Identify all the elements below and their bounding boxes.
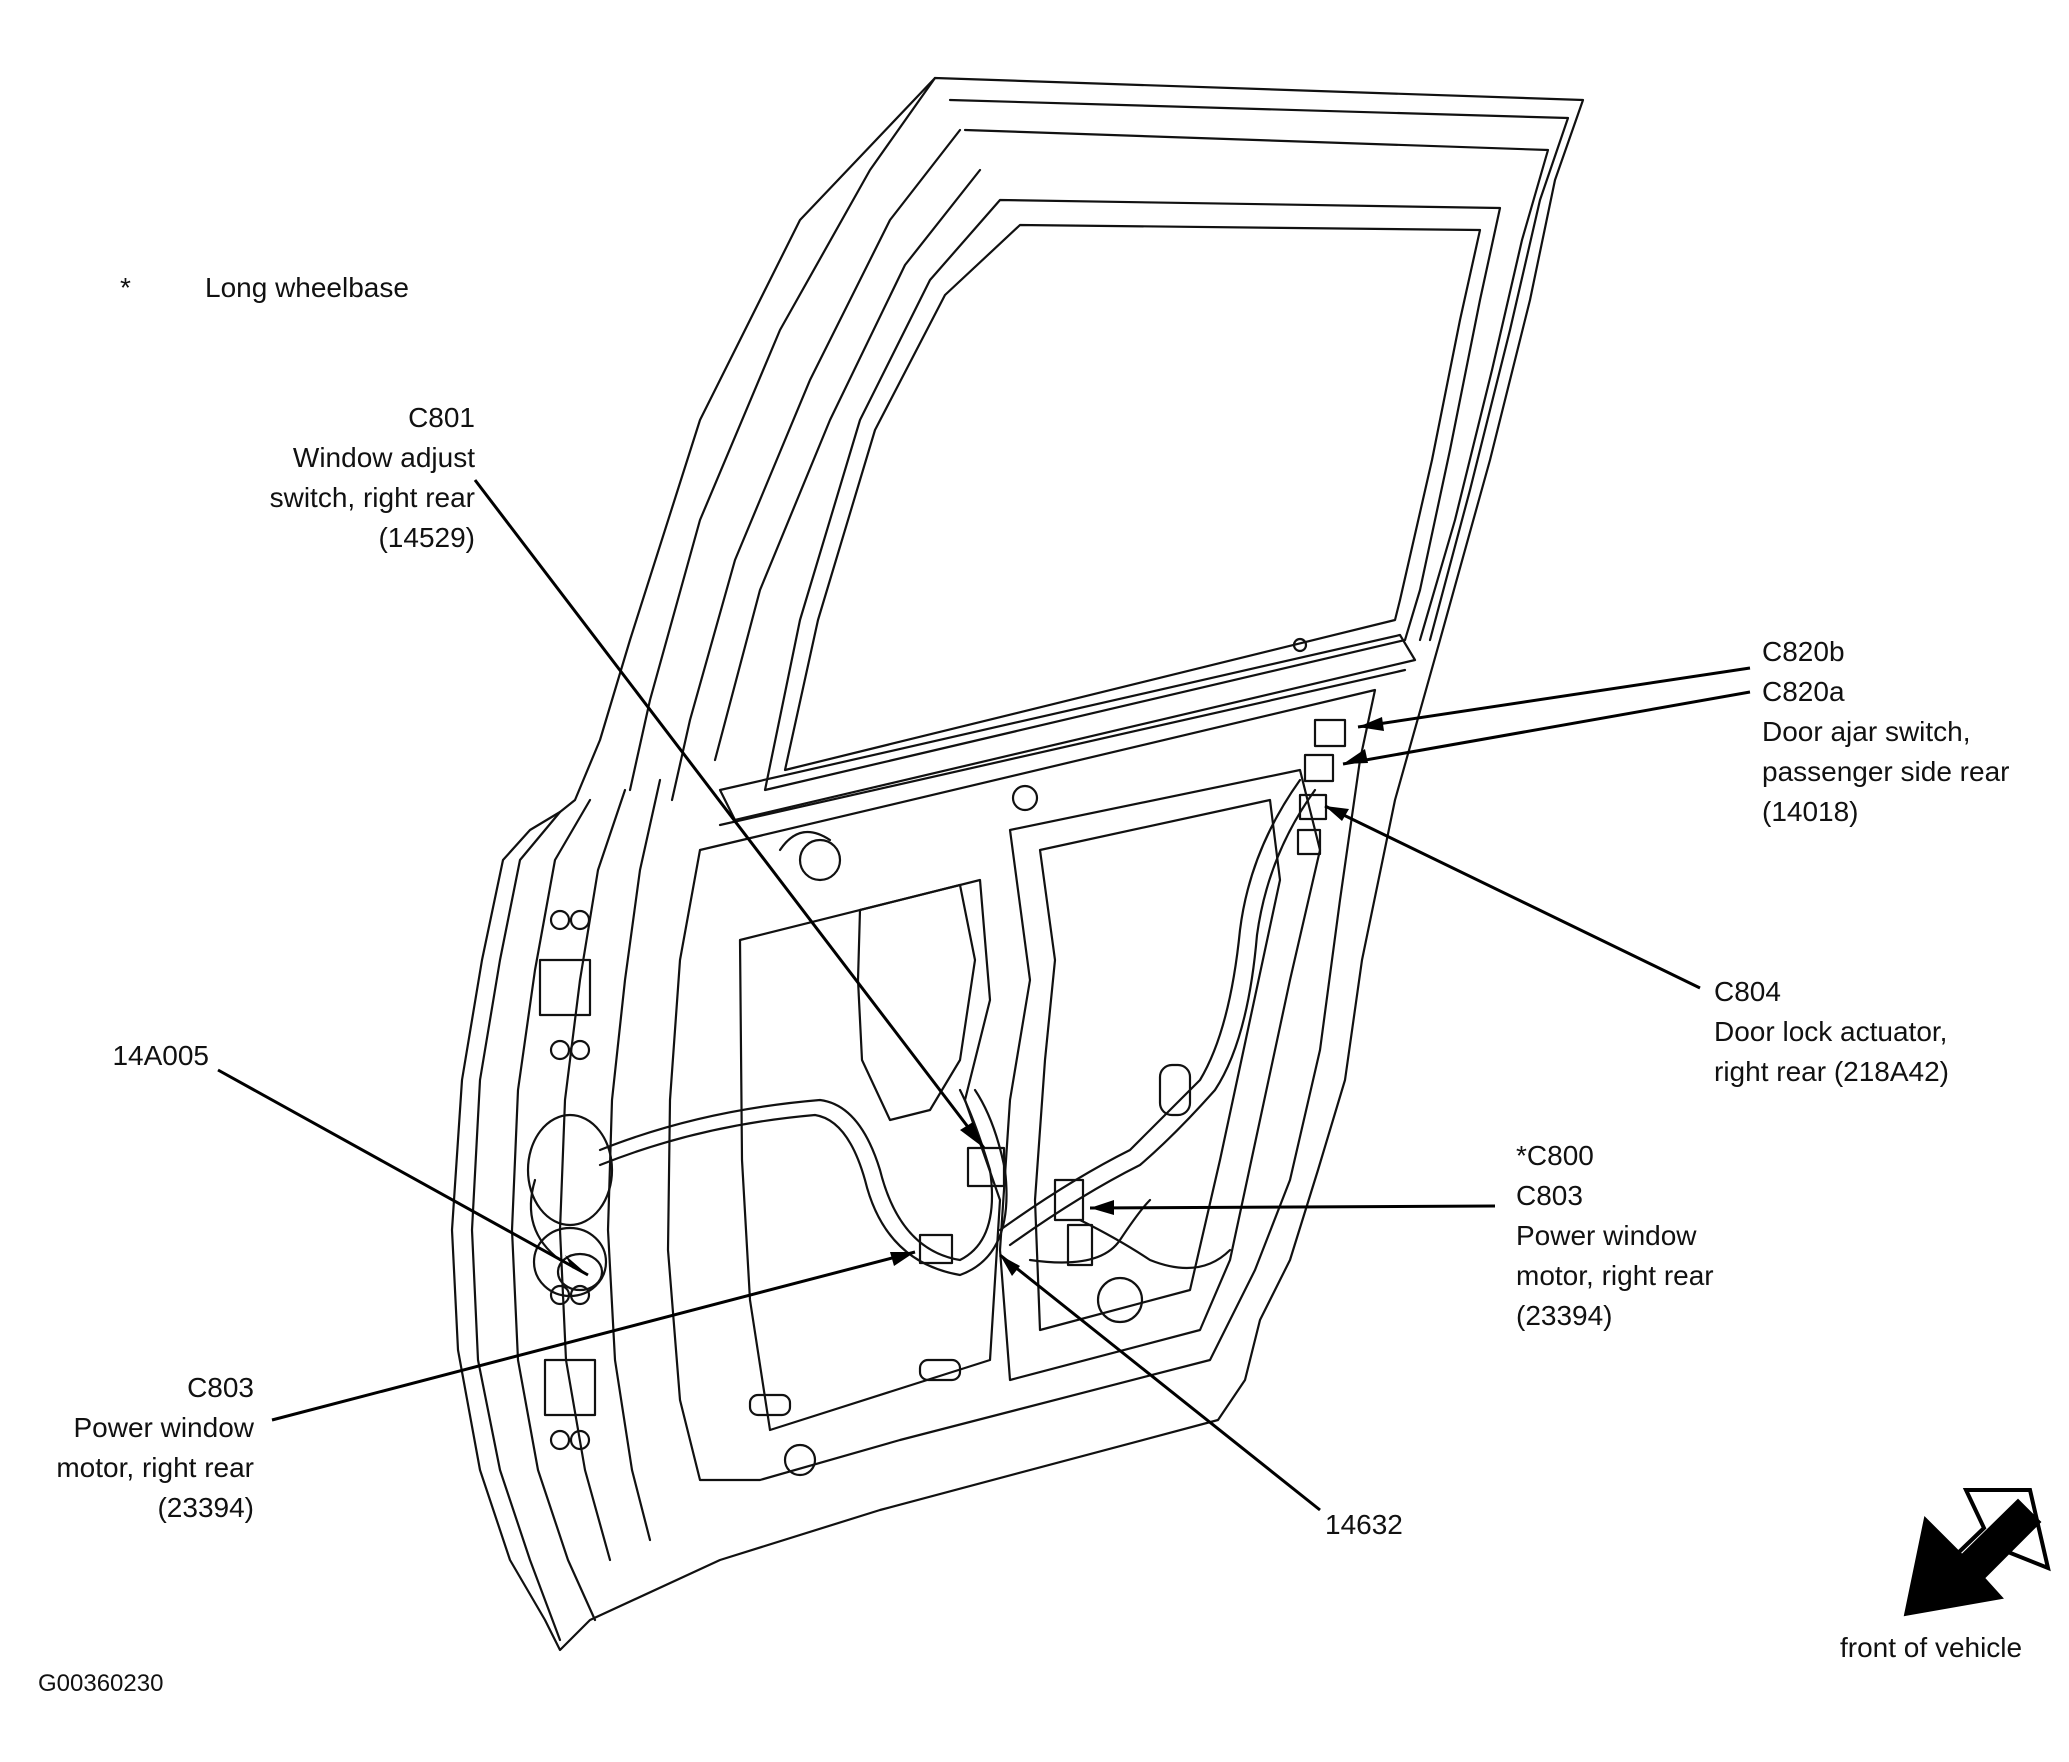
figure-code: G00360230 xyxy=(38,1670,164,1697)
callout-14a005: 14A005 xyxy=(112,1036,209,1076)
callout-c801-line4: (14529) xyxy=(378,522,475,553)
callout-c820a-code: C820a xyxy=(1762,676,1845,707)
callout-c820-line4: passenger side rear xyxy=(1762,756,2010,787)
front-of-vehicle-arrow-icon xyxy=(1903,1488,2051,1617)
window-inner xyxy=(783,223,1482,772)
callout-c803-line3: motor, right rear xyxy=(56,1452,254,1483)
callout-c804-line2: Door lock actuator, xyxy=(1714,1016,1948,1047)
callout-c800-line3: Power window xyxy=(1516,1220,1697,1251)
harness-grommet xyxy=(526,1113,614,1227)
callout-c820: C820b C820a Door ajar switch, passenger … xyxy=(1762,632,2009,832)
c801-connector xyxy=(966,1146,1006,1188)
callout-c800: *C800 C803 Power window motor, right rea… xyxy=(1516,1136,1714,1336)
callout-c801-line2: Window adjust xyxy=(292,442,475,473)
window-opening xyxy=(763,198,1502,792)
beltline xyxy=(718,633,1417,822)
leader-14632 xyxy=(999,1253,1321,1512)
leader-c804 xyxy=(1324,804,1701,990)
leader-c800 xyxy=(1089,1204,1496,1210)
callout-c803-code: C803 xyxy=(187,1372,254,1403)
leader-14a005 xyxy=(217,1068,589,1277)
callout-c804-line3: right rear (218A42) xyxy=(1714,1056,1950,1087)
callout-14632: 14632 xyxy=(1325,1505,1403,1545)
leader-c801 xyxy=(473,479,986,1149)
callout-c801-line3: switch, right rear xyxy=(269,482,475,513)
wire-harness xyxy=(598,1088,994,1262)
callout-c800-code: *C800 xyxy=(1516,1140,1594,1171)
legend-text: Long wheelbase xyxy=(205,272,409,303)
callout-c803: C803 Power window motor, right rear (233… xyxy=(56,1368,254,1528)
callout-c804-code: C804 xyxy=(1714,976,1781,1007)
callout-c820-line5: (14018) xyxy=(1762,796,1859,827)
callout-c820-line3: Door ajar switch, xyxy=(1762,716,1971,747)
callout-c803-line2: Power window xyxy=(73,1412,254,1443)
window-frame-inner-left xyxy=(628,76,937,792)
callout-c803-line4: (23394) xyxy=(157,1492,254,1523)
leader-c820a xyxy=(1342,690,1751,766)
callout-c820b-code: C820b xyxy=(1762,636,1845,667)
door-outer-frame xyxy=(450,76,1585,1652)
callout-14a005-code: 14A005 xyxy=(112,1040,209,1071)
callout-c804: C804 Door lock actuator, right rear (218… xyxy=(1714,972,1949,1092)
window-frame-outer xyxy=(948,98,1570,642)
leader-c803 xyxy=(271,1250,916,1422)
legend-symbol: * xyxy=(120,272,131,303)
callout-c800-line5: (23394) xyxy=(1516,1300,1613,1331)
hinge-pillar xyxy=(470,810,562,1642)
window-frame-mid xyxy=(963,128,1550,642)
front-of-vehicle-label: front of vehicle xyxy=(1840,1632,2023,1663)
callout-14632-code: 14632 xyxy=(1325,1509,1403,1540)
callout-c801: C801 Window adjust switch, right rear (1… xyxy=(270,398,475,558)
callout-c800-c803-code: C803 xyxy=(1516,1180,1583,1211)
callout-c801-code: C801 xyxy=(408,402,475,433)
callout-c800-line4: motor, right rear xyxy=(1516,1260,1714,1291)
inner-panel xyxy=(666,688,1377,1482)
leader-c820b xyxy=(1357,666,1751,729)
